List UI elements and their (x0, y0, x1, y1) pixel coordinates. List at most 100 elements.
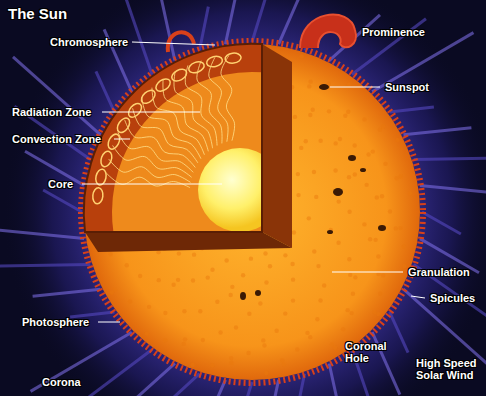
granule (336, 240, 340, 244)
sunspot-mark (360, 168, 366, 172)
granule (308, 79, 312, 83)
granule (381, 124, 385, 128)
radiation-path (133, 108, 198, 163)
granule (198, 309, 202, 313)
granule (299, 54, 303, 58)
granule (183, 337, 187, 341)
part-label: Spicules (430, 292, 475, 304)
granule (307, 216, 311, 220)
granule (347, 83, 351, 87)
granule (330, 342, 334, 346)
granule (246, 351, 250, 355)
granule (327, 109, 331, 113)
convection-cell (187, 60, 206, 75)
granule (157, 278, 161, 282)
granule (398, 226, 402, 230)
convection-cell (99, 150, 114, 168)
granule (362, 222, 366, 226)
granule (376, 272, 380, 276)
granule (229, 356, 233, 360)
granule (264, 280, 268, 284)
prominence-loop (300, 15, 356, 48)
granule (348, 273, 352, 277)
granule (388, 209, 392, 213)
part-label: High Speed Solar Wind (416, 357, 482, 381)
granule (383, 162, 387, 166)
convection-cell (115, 116, 132, 135)
granule (295, 347, 299, 351)
cut-face (262, 44, 292, 248)
granule (394, 226, 398, 230)
corona-streak (420, 185, 486, 197)
convection-cell (154, 76, 173, 93)
granule (372, 310, 376, 314)
granule (147, 305, 151, 309)
convection-cell (94, 168, 107, 186)
granule (376, 254, 380, 258)
sunspot-mark (333, 188, 343, 196)
corona-streak (422, 212, 461, 234)
corona-streak (124, 363, 175, 396)
granule (210, 363, 214, 367)
radiation-path (209, 57, 228, 141)
radiation-path (125, 120, 196, 168)
granule (171, 283, 175, 287)
granule (333, 346, 337, 350)
granule (368, 237, 372, 241)
convection-cell (126, 101, 144, 120)
part-label: Sunspot (385, 81, 429, 93)
core-sphere (198, 148, 282, 232)
convection-cell (106, 132, 122, 151)
granule (378, 292, 382, 296)
granule (351, 292, 355, 296)
radiation-path (174, 72, 213, 149)
granule (145, 331, 149, 335)
leader-line (132, 42, 215, 45)
granule (373, 238, 377, 242)
granule (395, 138, 399, 142)
granule (191, 278, 195, 282)
radiation-path (185, 65, 217, 145)
granule (347, 175, 351, 179)
granule (163, 338, 167, 342)
granule (305, 331, 309, 335)
granule (380, 194, 384, 198)
corona-streak (403, 128, 471, 135)
radiation-path (221, 55, 235, 140)
granule (182, 309, 186, 313)
leader-line (114, 139, 130, 140)
granule (190, 363, 194, 367)
part-label: Core (48, 178, 73, 190)
leader-line (332, 272, 403, 273)
part-label: Convection Zone (12, 133, 101, 145)
granule (264, 371, 268, 375)
convection-cell (170, 67, 189, 83)
granule (336, 199, 340, 203)
granule (201, 338, 205, 342)
corona-streak (199, 7, 208, 51)
granule (333, 141, 337, 145)
granule (293, 115, 297, 119)
convection-cell (206, 55, 224, 69)
granule (228, 293, 232, 297)
sunspot-mark (240, 292, 246, 300)
sunspot-mark (378, 225, 386, 231)
granule (296, 193, 300, 197)
corona-streak (13, 57, 101, 135)
granule (315, 317, 319, 321)
granule (307, 84, 311, 88)
granule (224, 258, 228, 262)
granule (229, 361, 233, 365)
granule (181, 342, 185, 346)
granule (312, 249, 316, 253)
corona-streak (43, 190, 82, 212)
granule (283, 253, 287, 257)
granule (353, 172, 357, 176)
sunspot-mark (319, 84, 329, 90)
granule (366, 152, 370, 156)
granule (399, 174, 403, 178)
granule (347, 257, 351, 261)
granule (352, 143, 356, 147)
granule (234, 325, 238, 329)
granule (408, 191, 412, 195)
